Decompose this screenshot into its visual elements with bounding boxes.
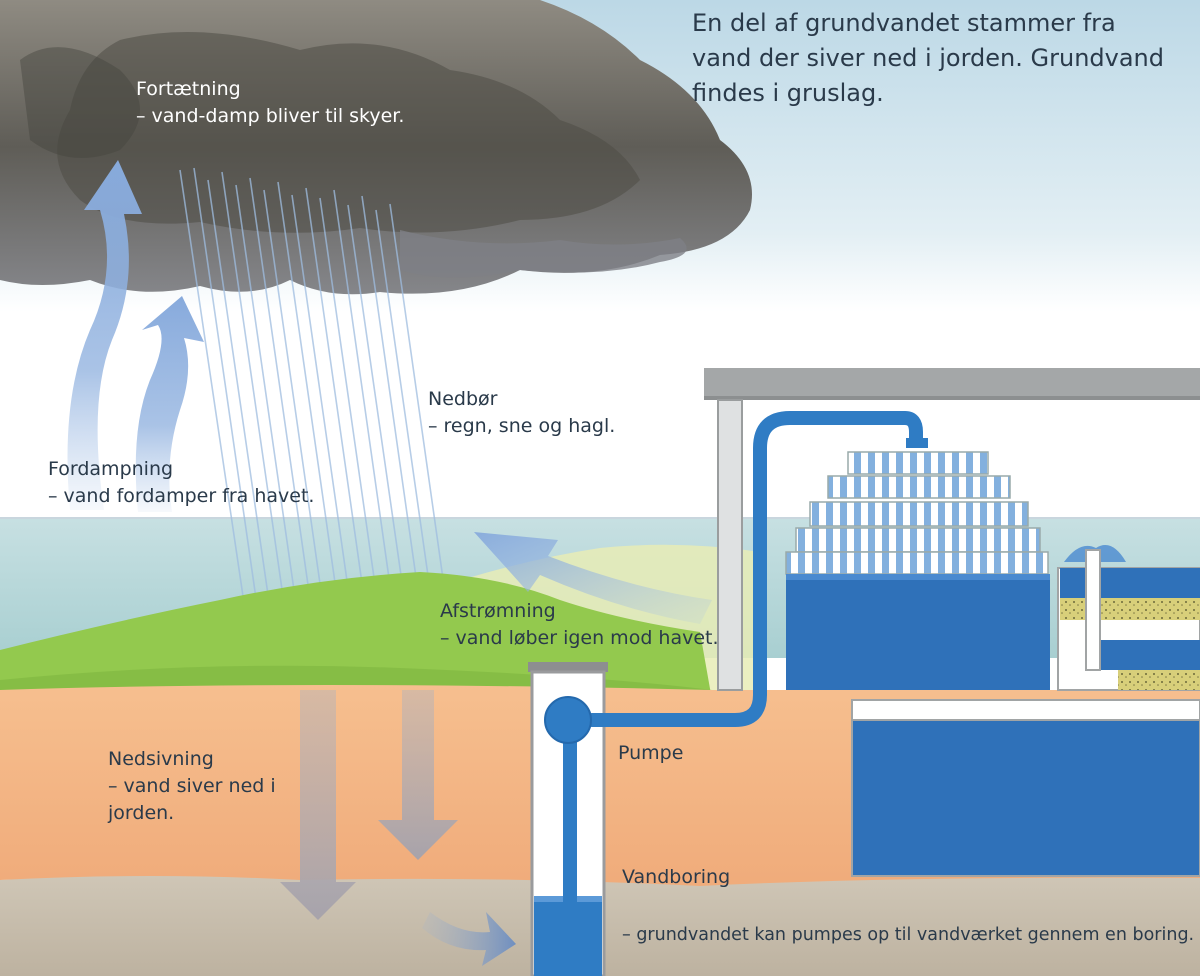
evaporation-label: Fordampning – vand fordamper fra havet.: [48, 456, 314, 510]
runoff-arrow: [474, 532, 712, 624]
evaporation-arrows: [67, 160, 204, 512]
runoff-title: Afstrømning: [440, 600, 556, 622]
pump-label: Pumpe: [618, 740, 683, 767]
evaporation-desc: – vand fordamper fra havet.: [48, 485, 315, 507]
precipitation-label: Nedbør – regn, sne og hagl.: [428, 386, 615, 440]
well-title: Vandboring: [622, 866, 731, 888]
pump: [544, 696, 592, 744]
runoff-label: Afstrømning – vand løber igen mod havet.: [440, 598, 719, 652]
condensation-desc: – vand-damp bliver til skyer.: [136, 105, 405, 127]
infiltration-title: Nedsivning: [108, 748, 214, 770]
condensation-title: Fortætning: [136, 78, 241, 100]
groundwater-flow-arrow: [422, 912, 516, 966]
intro-line-2: vand der siver ned i jorden. Grundvand: [692, 44, 1164, 72]
precipitation-desc: – regn, sne og hagl.: [428, 415, 616, 437]
waterworks-building: [704, 368, 1200, 877]
pump-title: Pumpe: [618, 742, 684, 764]
infiltration-desc-1: – vand siver ned i: [108, 775, 276, 797]
condensation-label: Fortætning – vand-damp bliver til skyer.: [136, 76, 404, 130]
evaporation-title: Fordampning: [48, 458, 174, 480]
intro-line-1: En del af grundvandet stammer fra: [692, 9, 1116, 37]
precipitation-title: Nedbør: [428, 388, 498, 410]
runoff-desc: – vand løber igen mod havet.: [440, 627, 719, 649]
infiltration-label: Nedsivning – vand siver ned i jorden.: [108, 746, 276, 827]
well-desc: – grundvandet kan pumpes op til vandværk…: [622, 925, 1195, 945]
well-label: Vandboring: [622, 864, 730, 891]
water-nozzle: [906, 438, 928, 448]
infiltration-arrows: [280, 690, 516, 966]
intro-text: En del af grundvandet stammer fra vand d…: [692, 6, 1164, 111]
infiltration-desc-2: jorden.: [108, 802, 175, 824]
well-description: – grundvandet kan pumpes op til vandværk…: [622, 922, 1194, 949]
water-pipe: [563, 411, 923, 976]
intro-line-3: findes i gruslag.: [692, 79, 884, 107]
